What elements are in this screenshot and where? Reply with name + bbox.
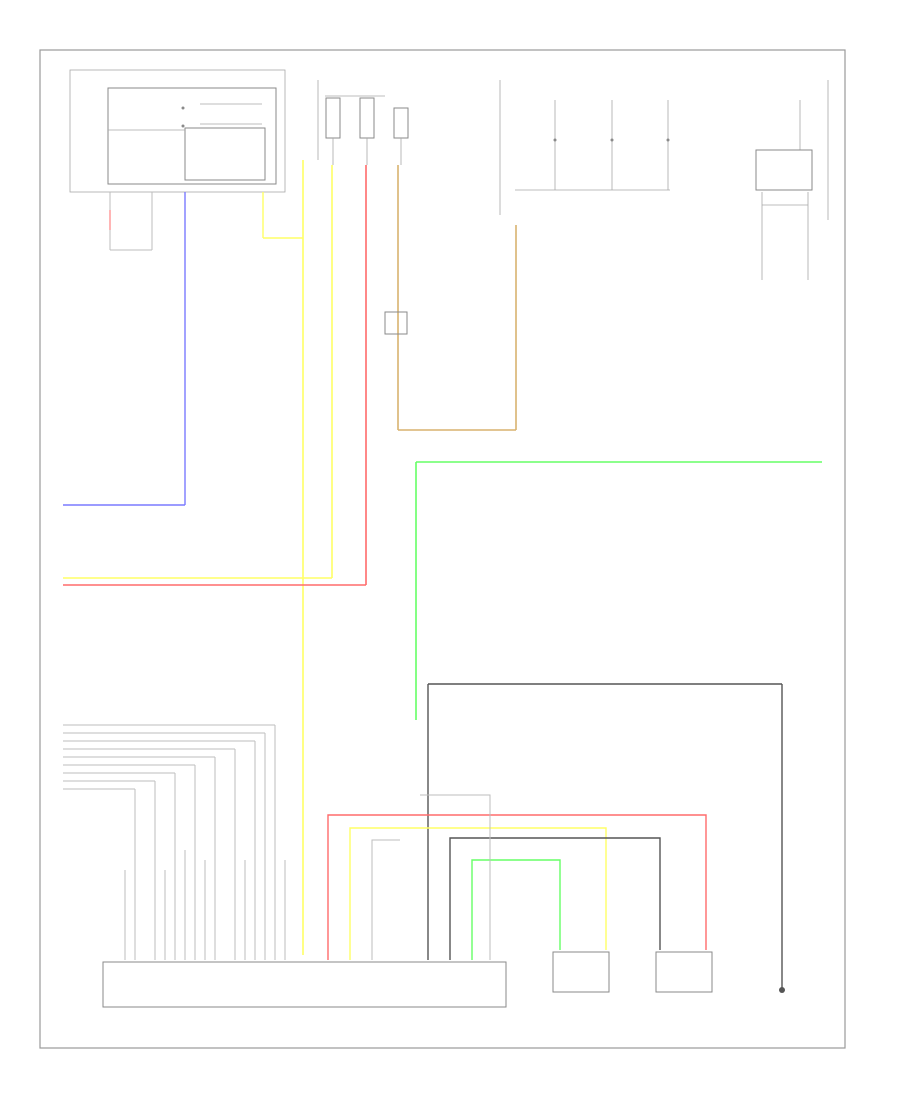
control-module-bus [499,80,670,215]
green-signal-bus [415,461,822,720]
bottom-right-modules [552,951,713,993]
ground-loop [427,683,785,993]
main-power-feeds [63,160,517,955]
bottom-control-unit [102,961,507,1008]
gray-wire-bundle [63,724,286,960]
right-module [755,80,829,280]
bottom-module-routes [327,794,707,960]
power-distribution-box [69,69,286,193]
diagram-frame [39,49,846,1049]
fuse-block [317,80,409,165]
left-wire-group [63,192,303,506]
